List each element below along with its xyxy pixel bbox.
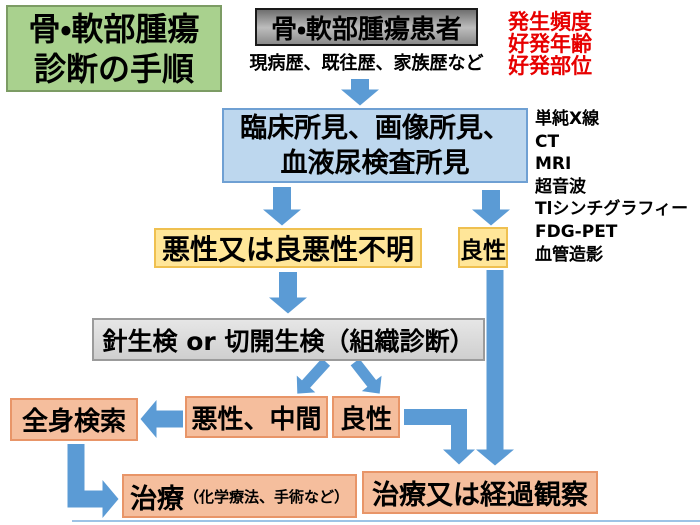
arrow-pathology-benign-to-followup-icon — [404, 409, 475, 465]
modality-xray: 単純X線 — [535, 109, 600, 129]
modality-tl-scinti: Tlシンチグラフィー — [535, 199, 689, 220]
treatment-or-followup-label: 治療又は経過観察 — [372, 480, 588, 511]
treatment-or-followup-node: 治療又は経過観察 — [362, 471, 598, 514]
modality-ct: CT — [535, 131, 560, 152]
diagram-title-line1: 骨・軟部腫瘍 — [28, 9, 200, 48]
treatment-label: 治療 — [129, 483, 184, 515]
modality-angiography: 血管造影 — [535, 244, 603, 265]
patient-history-caption: 現病歴、既往歴、家族歴など — [249, 53, 484, 74]
clinical-findings-line2: 血液尿検査所見 — [280, 147, 470, 179]
biopsy-label: 針生検 or 切開生検（組織診断） — [102, 326, 475, 356]
triage-malignant-or-unknown-label: 悪性又は良悪性不明 — [161, 233, 414, 266]
biopsy-node: 針生検 or 切開生検（組織診断） — [92, 318, 485, 361]
systemic-workup-node: 全身検索 — [10, 398, 138, 441]
pathology-benign-node: 良性 — [332, 396, 400, 438]
modality-fdg-pet: FDG-PET — [535, 221, 618, 242]
arrow-biopsy-to-benign-icon — [350, 358, 382, 394]
pathology-malignant-intermediate-node: 悪性、中間 — [185, 396, 328, 438]
triage-malignant-or-unknown-node: 悪性又は良悪性不明 — [154, 228, 422, 268]
bottom-rule — [72, 520, 700, 522]
triage-benign-node: 良性 — [458, 227, 508, 268]
diagram-title-line2: 診断の手順 — [33, 49, 194, 88]
treatment-detail: （化学療法、手術など） — [183, 487, 349, 506]
treatment-node: 治療（化学療法、手術など） — [122, 474, 357, 518]
triage-benign-label: 良性 — [460, 237, 506, 264]
arrow-workup-to-treatment-icon — [67, 444, 119, 518]
modality-mri: MRI — [535, 154, 572, 175]
modality-list: 単純X線 CT MRI 超音波 Tlシンチグラフィー FDG-PET 血管造影 — [535, 108, 688, 266]
red-notes-list: 発生頻度 好発年齢 好発部位 — [508, 11, 592, 77]
clinical-findings-node: 臨床所見、画像所見、 血液尿検査所見 — [222, 108, 528, 183]
systemic-workup-label: 全身検索 — [21, 407, 126, 437]
diagram-title-box: 骨・軟部腫瘍 診断の手順 — [6, 5, 222, 92]
red-note-frequency: 発生頻度 — [508, 10, 592, 34]
red-note-site: 好発部位 — [508, 54, 592, 78]
pathology-malignant-intermediate-label: 悪性、中間 — [191, 404, 322, 435]
pathology-benign-label: 良性 — [339, 404, 392, 435]
patient-node: 骨・軟部腫瘍患者 — [255, 8, 478, 46]
modality-ultrasound: 超音波 — [535, 176, 586, 197]
patient-label: 骨・軟部腫瘍患者 — [271, 14, 462, 45]
red-note-age: 好発年齢 — [508, 32, 592, 56]
clinical-findings-line1: 臨床所見、画像所見、 — [240, 112, 510, 144]
arrow-biopsy-to-malignant-intermediate-icon — [296, 358, 331, 394]
